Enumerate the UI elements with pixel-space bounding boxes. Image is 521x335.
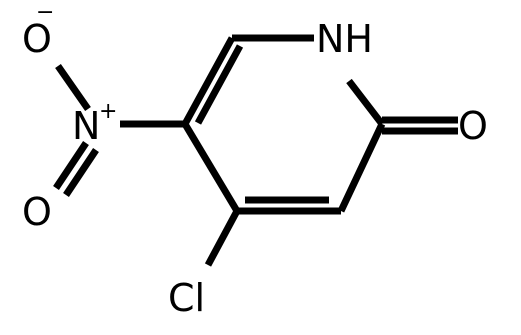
bond-c4-cl (204, 209, 241, 267)
atom-nitro-n: N (72, 104, 100, 148)
bond-c4-c5 (181, 122, 241, 213)
bond-nitro-n-o-lower-a (53, 141, 89, 190)
atom-carbonyl-o: O (458, 104, 488, 148)
charge-nitro-n: + (99, 99, 117, 124)
charge-nitro-o-upper: − (36, 0, 54, 25)
atom-nitro-o-upper: O (22, 17, 52, 61)
atom-chlorine: Cl (168, 276, 205, 320)
bond-c5-c6-inner (194, 44, 244, 125)
bond-c5-c6 (181, 36, 236, 126)
bond-c2-c3 (337, 122, 386, 213)
bond-nitro-n-o-lower-b (63, 148, 99, 197)
bond-n1-c2 (346, 78, 385, 127)
atom-nh: NH (316, 17, 373, 61)
atom-nitro-o-lower: O (22, 190, 52, 234)
bond-nitro-n-o-upper (55, 63, 91, 112)
